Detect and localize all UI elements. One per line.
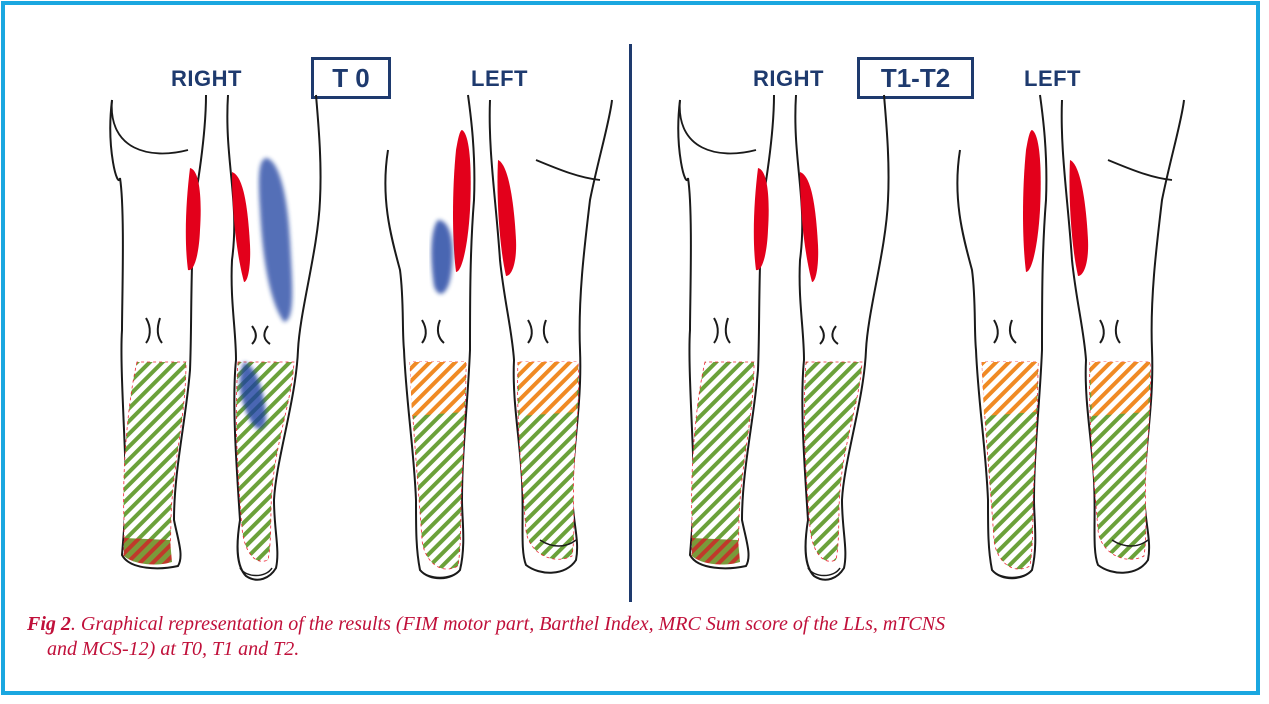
figure-caption: Fig 2. Graphical representation of the r… [27, 612, 1242, 662]
panel2-leg-left-b [1062, 100, 1184, 573]
panel2-legs-diagram [630, 0, 1260, 600]
panel2-leg-right-a [678, 95, 774, 568]
caption-fig-label: Fig 2 [27, 613, 71, 635]
panel2-leg-right-b [795, 95, 888, 580]
panel1-leg-right-b [227, 95, 320, 580]
panel1-leg-left-b [490, 100, 612, 573]
panel2-leg-left-a [957, 95, 1046, 578]
panel1-legs-diagram [0, 0, 630, 600]
panel1-leg-left-a [385, 95, 474, 578]
panel1-leg-right-a [110, 95, 206, 568]
caption-line2: and MCS-12) at T0, T1 and T2. [27, 638, 299, 660]
caption-line1: . Graphical representation of the result… [71, 613, 945, 635]
